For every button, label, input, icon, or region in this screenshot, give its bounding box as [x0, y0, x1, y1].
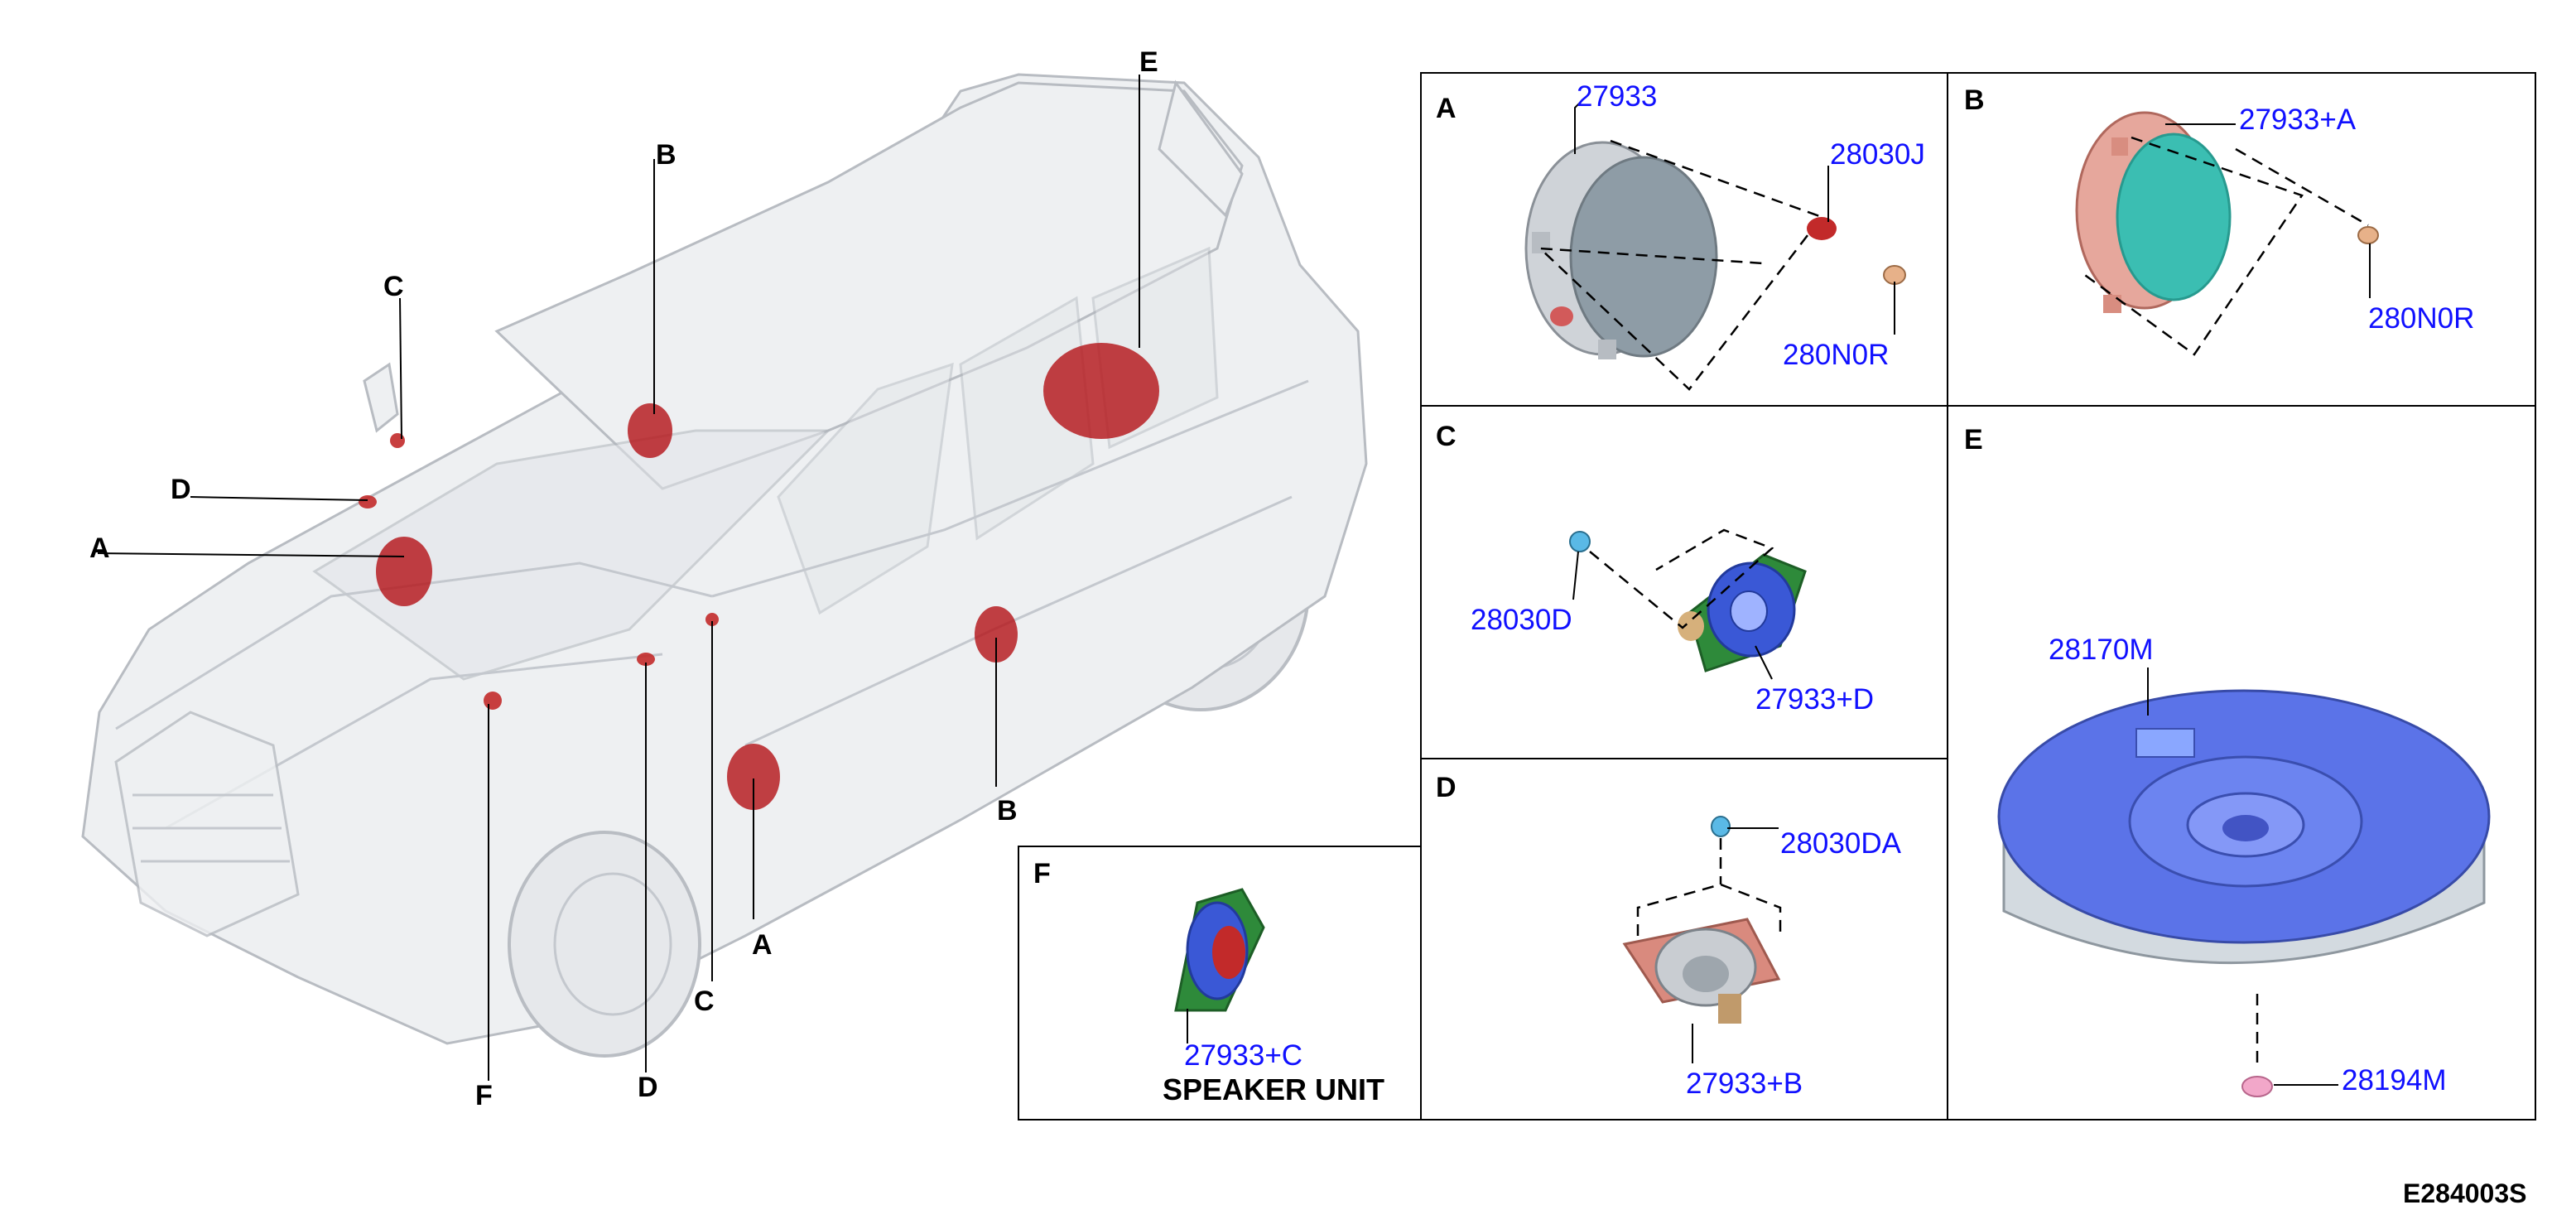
- part-28030j: 28030J: [1830, 138, 1925, 171]
- tweeter-27933b-illustration: [1622, 918, 1781, 1024]
- tweeter-27933d-illustration: [1678, 553, 1807, 672]
- panel-b-label: B: [1964, 84, 1985, 116]
- callout-d-lower: D: [638, 1072, 658, 1103]
- part-28194m: 28194M: [2342, 1064, 2446, 1096]
- pad-28194m: [2241, 1076, 2273, 1097]
- part-27933b: 27933+B: [1686, 1068, 1803, 1100]
- callout-c-lower: C: [694, 986, 715, 1017]
- panel-f-label: F: [1033, 858, 1051, 889]
- panel-d: D 28030DA 27933+B: [1436, 772, 1902, 1100]
- screw-280n0r: [1883, 265, 1906, 285]
- part-27933d: 27933+D: [1755, 683, 1874, 716]
- panel-d-label: D: [1436, 772, 1457, 803]
- callout-a-upper: A: [89, 533, 110, 564]
- panel-a: A 27933 28030J 280N0R: [1436, 80, 1925, 391]
- panel-e: E 28170M 28194M: [1964, 424, 2491, 1097]
- callout-a-lower: A: [752, 929, 773, 961]
- clip-28030j: [1807, 217, 1837, 240]
- speaker-27933a-illustration: [2075, 111, 2232, 313]
- panel-c-label: C: [1436, 421, 1457, 452]
- vehicle-illustration: [81, 73, 1368, 1058]
- part-27933: 27933: [1577, 80, 1657, 113]
- part-280n0r-a: 280N0R: [1783, 339, 1889, 371]
- panel-e-label: E: [1964, 424, 1983, 455]
- detail-panel-grid: [1018, 72, 2536, 1121]
- callout-b-lower: B: [997, 795, 1018, 827]
- panel-c: C 28030D 27933+D: [1436, 421, 1874, 716]
- part-27933c: 27933+C: [1184, 1039, 1302, 1072]
- subwoofer-28170m-illustration: [1997, 689, 2491, 965]
- figure-id: E284003S: [2403, 1178, 2526, 1208]
- callout-d-upper: D: [171, 474, 191, 505]
- part-27933a: 27933+A: [2239, 104, 2357, 136]
- part-280n0r-b: 280N0R: [2368, 302, 2474, 335]
- part-28030d: 28030D: [1471, 604, 1572, 636]
- callout-e: E: [1139, 46, 1158, 78]
- panel-f: F 27933+C SPEAKER UNIT: [1033, 858, 1384, 1106]
- vehicle-leader-lines: [97, 75, 1140, 1081]
- part-28170m: 28170M: [2049, 634, 2153, 666]
- callout-f: F: [475, 1080, 493, 1111]
- vehicle-speaker-highlights: [359, 343, 1159, 810]
- part-28030da: 28030DA: [1780, 827, 1902, 860]
- speaker-27933-illustration: [1524, 141, 1718, 359]
- speaker-unit-caption: SPEAKER UNIT: [1163, 1072, 1384, 1106]
- panel-a-label: A: [1436, 93, 1457, 124]
- callout-c-upper: C: [383, 271, 404, 302]
- panel-b: B 27933+A 280N0R: [1964, 84, 2474, 356]
- speaker-27933c-illustration: [1174, 888, 1265, 1012]
- vehicle-callout-labels: A A B B C C D D E F: [89, 46, 1158, 1111]
- callout-b-upper: B: [656, 139, 677, 171]
